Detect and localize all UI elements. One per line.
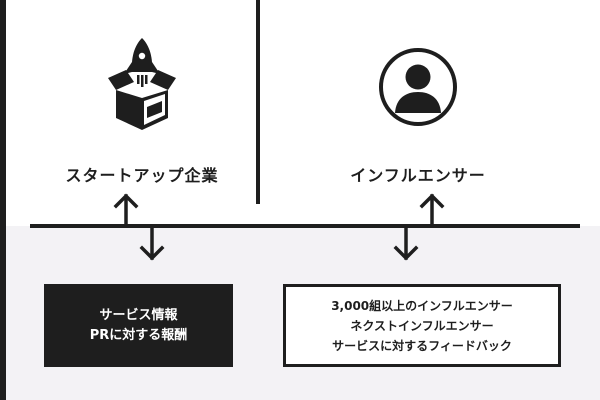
influencer-label: インフルエンサー (350, 166, 486, 185)
up-arrow-startup (113, 193, 139, 226)
offer-line: サービス情報 (99, 307, 178, 323)
startup-offer-box: サービス情報 PRに対する報酬 (44, 284, 233, 367)
down-arrow-startup (139, 226, 165, 261)
top-panel (0, 0, 600, 226)
up-arrow-influencer (419, 193, 445, 226)
offer-line: 3,000組以上のインフルエンサー (331, 298, 513, 313)
person-icon (379, 48, 457, 126)
influencer-offer-box: 3,000組以上のインフルエンサー ネクストインフルエンサー サービスに対するフ… (283, 284, 561, 367)
rocket-box-icon (108, 38, 176, 130)
horizontal-divider (30, 224, 580, 228)
offer-line: PRに対する報酬 (89, 327, 188, 343)
down-arrow-influencer (393, 226, 419, 261)
vertical-divider (256, 0, 260, 204)
startup-label: スタートアップ企業 (65, 166, 219, 185)
offer-line: サービスに対するフィードバック (332, 338, 512, 353)
left-edge-bar (0, 0, 6, 400)
offer-line: ネクストインフルエンサー (350, 318, 494, 333)
